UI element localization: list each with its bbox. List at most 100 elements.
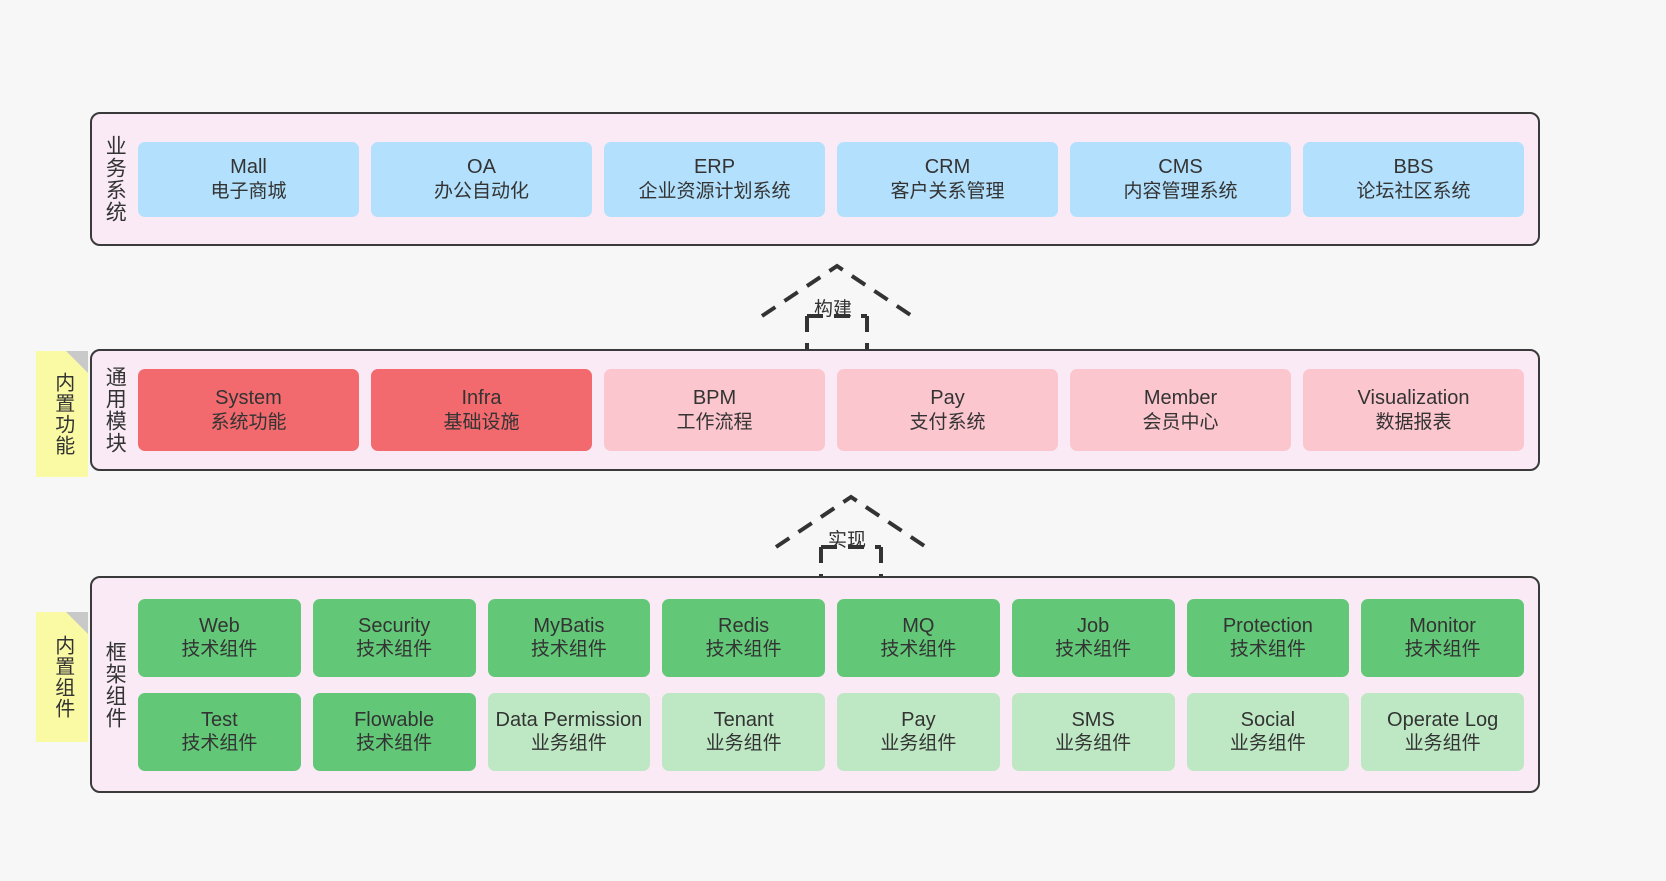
framework-row-business: Test 技术组件 Flowable 技术组件 Data Permission …: [138, 692, 1524, 771]
node-infra-en: Infra: [461, 387, 502, 410]
node-crm[interactable]: CRM 客户关系管理: [837, 141, 1058, 217]
node-operate-log-en: Operate Log: [1387, 708, 1499, 731]
node-test[interactable]: Test 技术组件: [138, 692, 301, 771]
node-tenant-cn: 业务组件: [705, 733, 782, 755]
node-tenant-en: Tenant: [713, 708, 774, 731]
node-monitor[interactable]: Monitor 技术组件: [1361, 598, 1524, 677]
node-job-cn: 技术组件: [1055, 639, 1132, 661]
node-redis-cn: 技术组件: [705, 639, 782, 661]
arrow-implement: 实现: [766, 489, 936, 581]
node-protection-cn: 技术组件: [1229, 639, 1306, 661]
node-web-cn: 技术组件: [181, 639, 258, 661]
arrow-implement-label: 实现: [828, 530, 867, 551]
node-bpm-cn: 工作流程: [676, 411, 753, 433]
sticky-note-builtin-components-label: 内置组件: [51, 635, 74, 719]
node-flowable-en: Flowable: [354, 708, 435, 731]
node-erp-en: ERP: [693, 156, 736, 179]
node-sms-cn: 业务组件: [1055, 733, 1132, 755]
layer-title-framework-component: 框架组件: [103, 640, 127, 729]
node-cms[interactable]: CMS 内容管理系统: [1070, 141, 1291, 217]
framework-row-tech: Web 技术组件 Security 技术组件 MyBatis 技术组件 Redi…: [138, 598, 1524, 677]
layer-framework-component: 框架组件 Web 技术组件 Security 技术组件 MyBatis 技术组件…: [90, 576, 1540, 793]
node-erp[interactable]: ERP 企业资源计划系统: [604, 141, 825, 217]
arrow-implement-icon: [774, 494, 928, 581]
node-operate-log[interactable]: Operate Log 业务组件: [1361, 692, 1524, 771]
node-pay-component[interactable]: Pay 业务组件: [837, 692, 1000, 771]
node-job[interactable]: Job 技术组件: [1011, 598, 1175, 677]
node-system-en: System: [215, 387, 282, 410]
node-visualization[interactable]: Visualization 数据报表: [1303, 369, 1524, 451]
arrow-build-icon: [760, 263, 914, 350]
node-social-en: Social: [1240, 708, 1296, 731]
node-bbs[interactable]: BBS 论坛社区系统: [1303, 141, 1524, 217]
node-oa[interactable]: OA 办公自动化: [371, 141, 592, 217]
node-job-en: Job: [1077, 614, 1110, 637]
node-data-permission-en: Data Permission: [495, 708, 643, 731]
node-pay-module-en: Pay: [930, 387, 965, 410]
layer-business-system: 业务系统 Mall 电子商城 OA 办公自动化 ERP 企业资源计划系统 CRM…: [90, 112, 1540, 246]
node-social-cn: 业务组件: [1229, 733, 1306, 755]
node-flowable-cn: 技术组件: [356, 733, 433, 755]
node-mq[interactable]: MQ 技术组件: [837, 598, 1000, 677]
node-test-en: Test: [201, 708, 238, 731]
node-mall[interactable]: Mall 电子商城: [138, 141, 359, 217]
layer-body-business-system: Mall 电子商城 OA 办公自动化 ERP 企业资源计划系统 CRM 客户关系…: [136, 114, 1538, 244]
node-monitor-en: Monitor: [1409, 614, 1476, 637]
node-mq-en: MQ: [902, 614, 935, 637]
sticky-note-builtin-features-label: 内置功能: [51, 372, 74, 456]
node-pay-module-cn: 支付系统: [909, 411, 986, 433]
node-social[interactable]: Social 业务组件: [1186, 692, 1350, 771]
node-protection-en: Protection: [1222, 614, 1313, 637]
layer-body-framework-component: Web 技术组件 Security 技术组件 MyBatis 技术组件 Redi…: [136, 578, 1538, 791]
node-flowable[interactable]: Flowable 技术组件: [312, 692, 476, 771]
node-sms[interactable]: SMS 业务组件: [1011, 692, 1175, 771]
arrow-build: 构建: [752, 258, 922, 350]
node-mq-cn: 技术组件: [880, 639, 957, 661]
node-bbs-cn: 论坛社区系统: [1356, 180, 1471, 202]
node-crm-en: CRM: [924, 156, 971, 179]
node-web[interactable]: Web 技术组件: [138, 598, 301, 677]
node-member-en: Member: [1143, 387, 1218, 410]
node-web-en: Web: [198, 614, 240, 637]
node-member-cn: 会员中心: [1142, 411, 1219, 433]
node-sms-en: SMS: [1071, 708, 1115, 731]
node-cms-cn: 内容管理系统: [1123, 180, 1238, 202]
node-security[interactable]: Security 技术组件: [312, 598, 476, 677]
node-visualization-en: Visualization: [1357, 387, 1470, 410]
sticky-note-builtin-components: 内置组件: [36, 612, 88, 742]
node-erp-cn: 企业资源计划系统: [638, 180, 791, 202]
node-mybatis[interactable]: MyBatis 技术组件: [487, 598, 651, 677]
node-system[interactable]: System 系统功能: [138, 369, 359, 451]
arrow-build-label: 构建: [814, 299, 853, 320]
sticky-note-builtin-features: 内置功能: [36, 351, 88, 477]
node-data-permission-cn: 业务组件: [530, 733, 607, 755]
node-pay-component-en: Pay: [901, 708, 936, 731]
node-security-cn: 技术组件: [356, 639, 433, 661]
node-infra-cn: 基础设施: [443, 411, 520, 433]
node-mall-en: Mall: [230, 156, 267, 179]
node-pay-module[interactable]: Pay 支付系统: [837, 369, 1058, 451]
node-visualization-cn: 数据报表: [1375, 411, 1452, 433]
node-cms-en: CMS: [1158, 156, 1203, 179]
node-redis[interactable]: Redis 技术组件: [662, 598, 825, 677]
node-pay-component-cn: 业务组件: [880, 733, 957, 755]
node-monitor-cn: 技术组件: [1404, 639, 1481, 661]
node-mall-cn: 电子商城: [210, 180, 287, 202]
node-mybatis-cn: 技术组件: [530, 639, 607, 661]
node-infra[interactable]: Infra 基础设施: [371, 369, 592, 451]
node-bpm-en: BPM: [692, 387, 737, 410]
node-crm-cn: 客户关系管理: [890, 180, 1005, 202]
node-oa-cn: 办公自动化: [433, 180, 529, 202]
node-oa-en: OA: [467, 156, 496, 179]
node-data-permission[interactable]: Data Permission 业务组件: [487, 692, 651, 771]
node-tenant[interactable]: Tenant 业务组件: [662, 692, 825, 771]
node-member[interactable]: Member 会员中心: [1070, 369, 1291, 451]
node-mybatis-en: MyBatis: [533, 614, 605, 637]
node-bpm[interactable]: BPM 工作流程: [604, 369, 825, 451]
node-protection[interactable]: Protection 技术组件: [1186, 598, 1350, 677]
node-bbs-en: BBS: [1393, 156, 1434, 179]
layer-common-module: 通用模块 System 系统功能 Infra 基础设施 BPM 工作流程 Pay…: [90, 349, 1540, 471]
node-operate-log-cn: 业务组件: [1404, 733, 1481, 755]
layer-title-business-system: 业务系统: [103, 135, 127, 223]
